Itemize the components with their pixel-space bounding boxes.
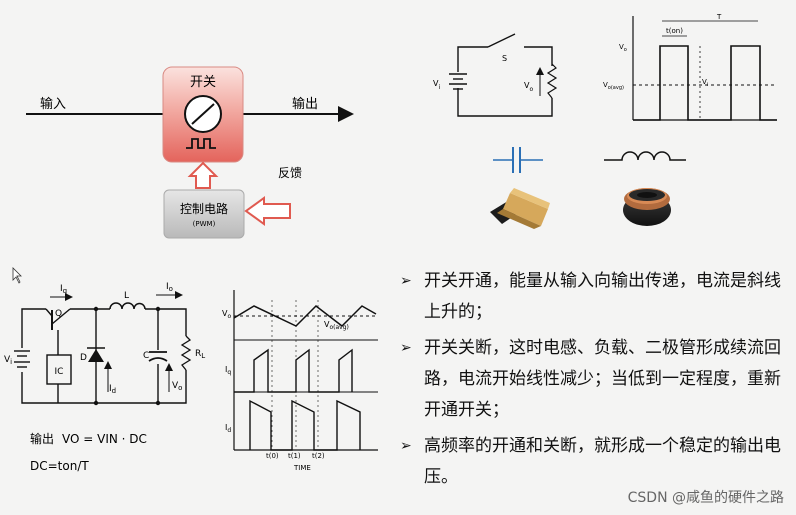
- period-label: T: [716, 13, 722, 21]
- iq-label: Iq: [60, 284, 67, 295]
- diode-label: D: [80, 353, 87, 363]
- time-label: TIME: [293, 464, 311, 472]
- id-label: Id: [109, 384, 116, 395]
- output-label: 输出: [292, 96, 318, 112]
- buck-waveforms: Vo Vo(avg) Iq Id t(0) t(1) t(2) TIME: [222, 290, 378, 472]
- battery-icon: [449, 72, 467, 90]
- inductor-label: L: [124, 291, 129, 301]
- t1-label: t(1): [288, 452, 301, 460]
- wire-bottom: [21, 370, 187, 404]
- circuit-wire-left: [457, 46, 553, 117]
- junction-dot: [93, 400, 99, 406]
- bullet-arrow-icon: ➢: [400, 438, 412, 454]
- bullet-item: ➢ 开关关断，这时电感、负载、二极管形成续流回路，电流开始线性减少；当低到一定程…: [398, 333, 790, 426]
- bullet-text: 高频率的开通和关断，就形成一个稳定的输出电压。: [424, 436, 781, 487]
- switch-blade: [191, 103, 215, 125]
- diode-d-icon: [87, 347, 105, 362]
- pwm-waveform: t(on) T Vo Vo(avg) Vi: [603, 13, 777, 121]
- bullet-arrow-icon: ➢: [400, 340, 412, 356]
- buck-iq-label: Iq: [225, 365, 231, 376]
- pwm-pulse-train: [633, 45, 777, 121]
- controller-label: 控制电路: [180, 201, 228, 216]
- simple-switch-circuit: S Vi Vo: [433, 33, 559, 117]
- input-label: 输入: [40, 96, 66, 112]
- buck-vavg-label: Vo(avg): [324, 320, 349, 331]
- capacitor-c-icon: [148, 350, 168, 364]
- io-label: Io: [166, 282, 173, 293]
- controller-box: [163, 189, 245, 239]
- wave-vo-label: Vo: [619, 43, 627, 53]
- feedback-left-arrow-icon: [244, 196, 291, 226]
- pwm-pulse-icon: [186, 138, 216, 149]
- transistor-q-label: Q: [55, 309, 62, 319]
- bullet-text: 开关关断，这时电感、负载、二极管形成续流回路，电流开始线性减少；当低到一定程度，…: [424, 338, 781, 420]
- inductor-l-icon: [109, 302, 146, 310]
- ton-label: t(on): [666, 27, 683, 35]
- source-vi-label: Vi: [433, 79, 440, 91]
- switch-label: 开关: [190, 75, 216, 90]
- block-diagram: 输入 输出 开关 反馈 控制电路 (PWM): [26, 66, 354, 239]
- dc-formula-line: DC=ton/T: [30, 459, 89, 473]
- wire-top-right: [145, 308, 187, 336]
- vo-label: Vo: [172, 381, 182, 392]
- junction-dot: [155, 400, 161, 406]
- ic-box: [46, 354, 72, 385]
- capacitor-label: C: [143, 351, 149, 361]
- t0-label: t(0): [266, 452, 279, 460]
- buck-circuit: Q Iq Vi IC D Id L Io: [4, 267, 205, 473]
- vi-label: Vi: [4, 355, 12, 366]
- resistor-icon: [546, 63, 558, 99]
- bullet-arrow-icon: ➢: [400, 273, 412, 289]
- wave-vi-label: Vi: [702, 78, 708, 88]
- resistor-rl-icon: [180, 335, 192, 371]
- iq-wave: [234, 348, 353, 393]
- switch-s-icon: [487, 33, 516, 48]
- switch-s-label: S: [502, 54, 507, 63]
- id-wave: [249, 399, 361, 451]
- bullet-text: 开关开通，能量从输入向输出传递，电流是斜线上升的；: [424, 271, 781, 322]
- junction-dot: [93, 306, 99, 312]
- wire-top-left: [21, 308, 46, 350]
- buck-id-label: Id: [225, 423, 231, 434]
- inductor-symbol-icon: [604, 151, 686, 161]
- t2-label: t(2): [312, 452, 325, 460]
- wave-vavg-label: Vo(avg): [603, 81, 624, 91]
- rl-label: RL: [195, 349, 205, 360]
- bullet-item: ➢ 开关开通，能量从输入向输出传递，电流是斜线上升的；: [398, 266, 790, 328]
- inductor-photo: [623, 188, 671, 226]
- capacitor-symbol-icon: [493, 147, 543, 173]
- junction-dot: [155, 306, 161, 312]
- battery-vi-icon: [14, 348, 30, 372]
- bullet-list: ➢ 开关开通，能量从输入向输出传递，电流是斜线上升的； ➢ 开关关断，这时电感、…: [398, 266, 790, 498]
- transistor-q-icon: [45, 308, 71, 336]
- feedback-label: 反馈: [278, 166, 302, 180]
- output-vo-label: Vo: [524, 81, 533, 93]
- vo-ripple-wave: [233, 305, 377, 327]
- watermark: CSDN @咸鱼的硬件之路: [627, 490, 784, 506]
- capacitor-photo: [490, 188, 550, 229]
- cursor-icon: [12, 267, 22, 284]
- buck-vo-label: Vo: [222, 309, 231, 320]
- ic-label: IC: [55, 367, 64, 377]
- bullet-item: ➢ 高频率的开通和关断，就形成一个稳定的输出电压。: [398, 431, 790, 493]
- controller-sublabel: (PWM): [193, 220, 216, 228]
- feedback-up-arrow-icon: [187, 161, 219, 189]
